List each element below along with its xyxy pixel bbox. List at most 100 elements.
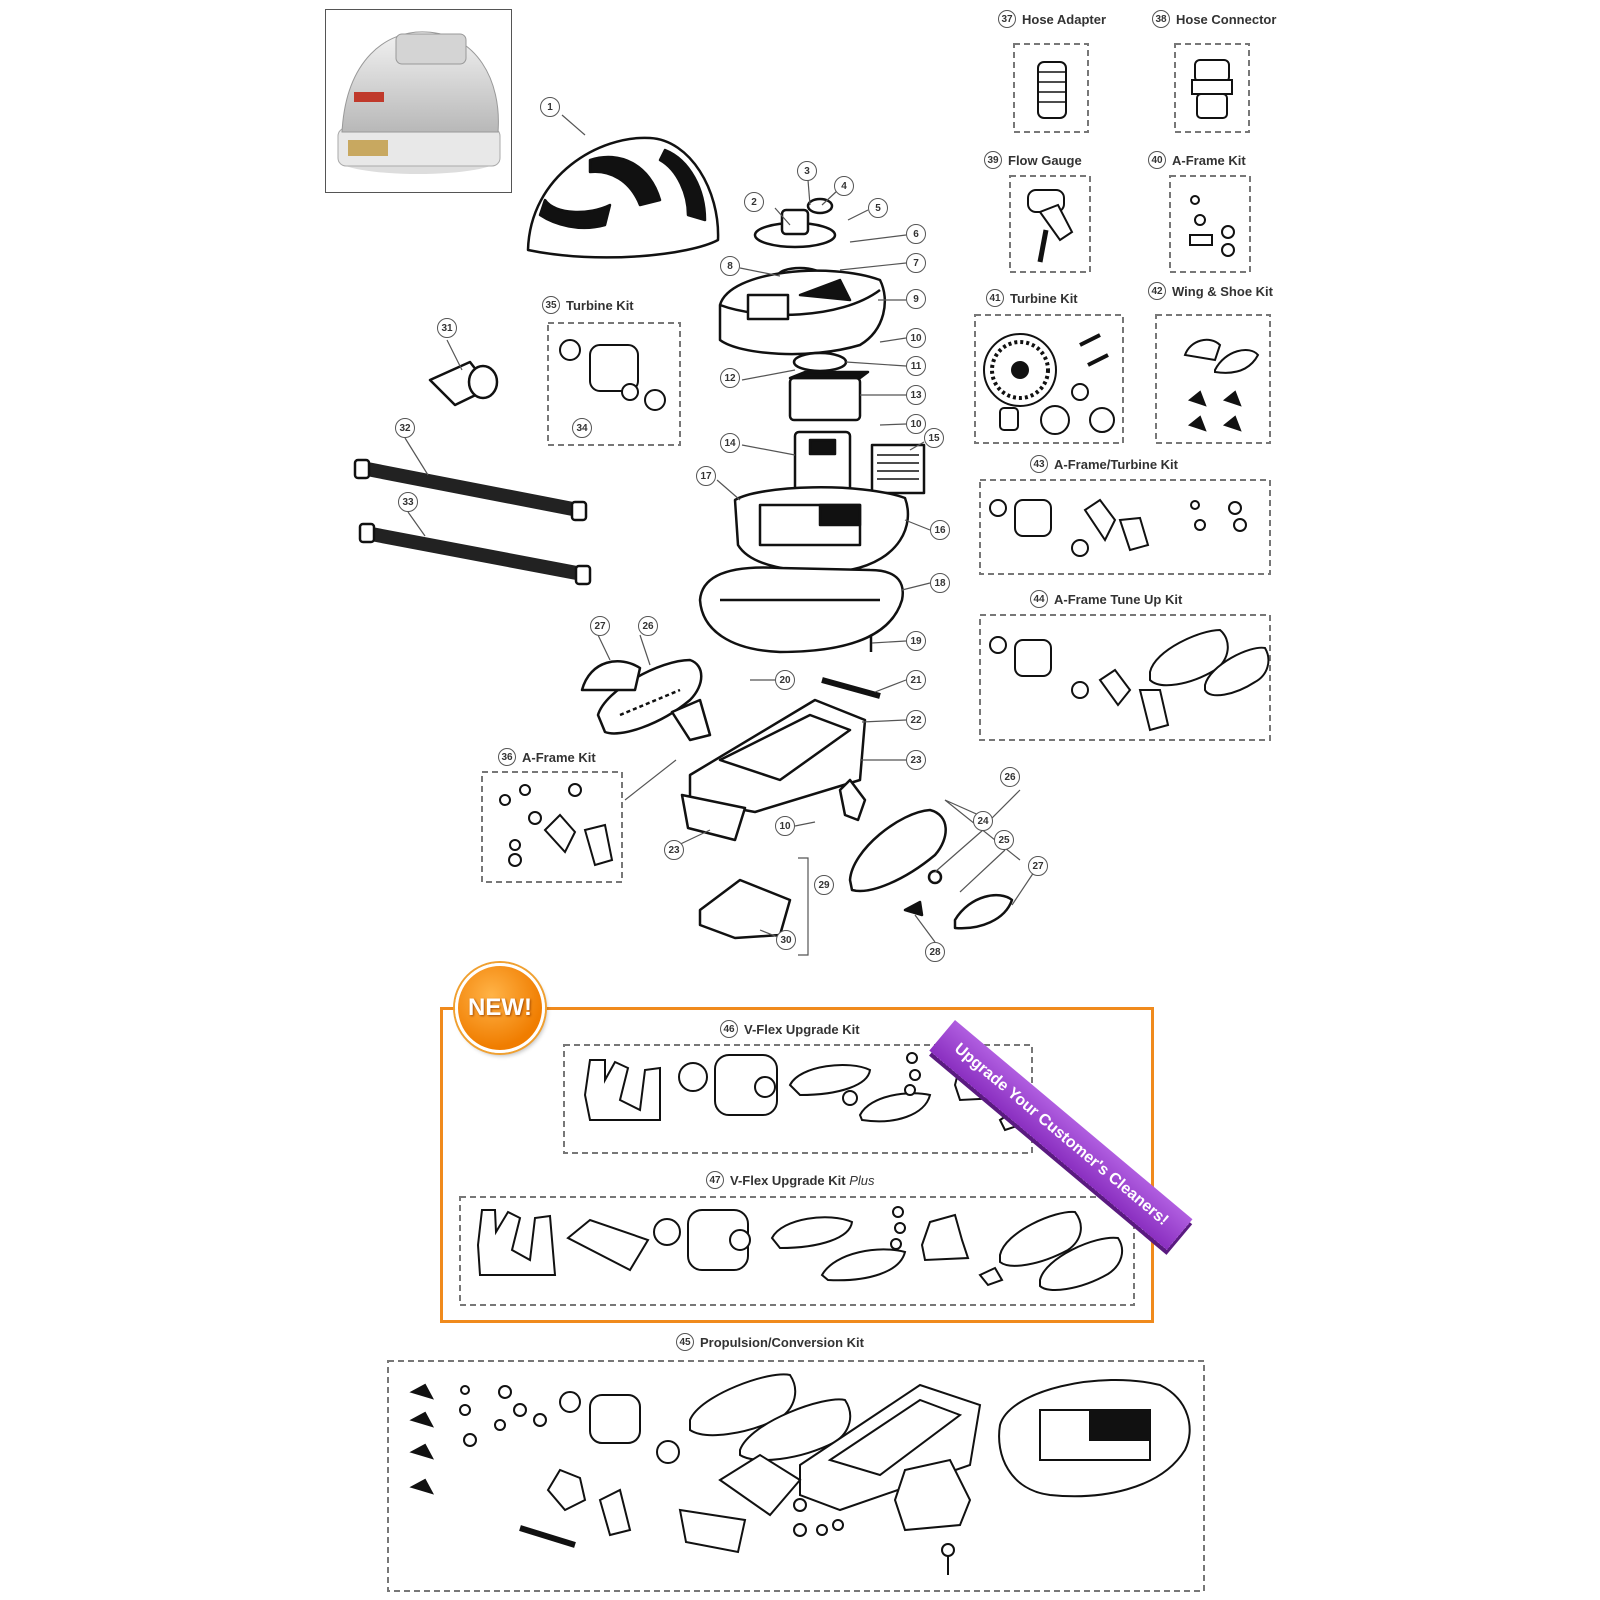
kit-40-title: 40 A-Frame Kit — [1148, 151, 1246, 169]
kit-47-label-plus: Plus — [849, 1172, 875, 1188]
kit-45-title: 45 Propulsion/Conversion Kit — [676, 1333, 864, 1351]
kit-44-label: A-Frame Tune Up Kit — [1054, 591, 1183, 607]
kit-43-number: 43 — [1030, 455, 1048, 473]
part-22-chassis — [688, 698, 867, 814]
callout-10c: 10 — [775, 816, 795, 836]
kit-45-label: Propulsion/Conversion Kit — [700, 1334, 864, 1350]
kit-45-number: 45 — [676, 1333, 694, 1351]
kit-38-number: 38 — [1152, 10, 1170, 28]
part-18-base — [698, 566, 904, 654]
kit-44-title: 44 A-Frame Tune Up Kit — [1030, 590, 1182, 608]
callout-33: 33 — [398, 492, 418, 512]
kit-44-number: 44 — [1030, 590, 1048, 608]
callout-32: 32 — [395, 418, 415, 438]
kit-35-title: 35 Turbine Kit — [542, 296, 634, 314]
kit-43-label: A-Frame/Turbine Kit — [1054, 456, 1178, 472]
callout-29: 29 — [814, 875, 834, 895]
callout-26b: 26 — [1000, 767, 1020, 787]
callout-13: 13 — [906, 385, 926, 405]
kit-36-number: 36 — [498, 748, 516, 766]
kit-36-label: A-Frame Kit — [522, 749, 596, 765]
kit-37-label: Hose Adapter — [1022, 11, 1107, 27]
callout-19: 19 — [906, 631, 926, 651]
callout-8: 8 — [720, 256, 740, 276]
kit-47-title: 47 V-Flex Upgrade Kit Plus — [706, 1171, 875, 1189]
product-photo — [325, 9, 512, 193]
kit-41-number: 41 — [986, 289, 1004, 307]
kit-37-title: 37 Hose Adapter — [998, 10, 1107, 28]
callout-17: 17 — [696, 466, 716, 486]
callout-22: 22 — [906, 710, 926, 730]
new-badge: NEW! — [455, 963, 545, 1053]
callout-28: 28 — [925, 942, 945, 962]
kit-36-title: 36 A-Frame Kit — [498, 748, 596, 766]
callout-10b: 10 — [906, 414, 926, 434]
new-badge-text: NEW! — [468, 994, 532, 1021]
callout-11: 11 — [906, 356, 926, 376]
callout-25: 25 — [994, 830, 1014, 850]
callout-12: 12 — [720, 368, 740, 388]
kit-42-title: 42 Wing & Shoe Kit — [1148, 282, 1273, 300]
callout-5: 5 — [868, 198, 888, 218]
callout-3: 3 — [797, 161, 817, 181]
kit-35-label: Turbine Kit — [566, 297, 634, 313]
upgrade-kits-box — [440, 1007, 1154, 1323]
kit-36-box — [481, 771, 623, 883]
kit-46-title: 46 V-Flex Upgrade Kit — [720, 1020, 860, 1038]
callout-6: 6 — [906, 224, 926, 244]
callout-2: 2 — [744, 192, 764, 212]
kit-47-box — [459, 1196, 1135, 1306]
kit-42-number: 42 — [1148, 282, 1166, 300]
kit-37-box — [1013, 43, 1089, 133]
callout-30: 30 — [776, 930, 796, 950]
kit-47-number: 47 — [706, 1171, 724, 1189]
kit-41-box — [974, 314, 1124, 444]
kit-40-box — [1169, 175, 1251, 273]
kit-38-title: 38 Hose Connector — [1152, 10, 1277, 28]
kit-43-title: 43 A-Frame/Turbine Kit — [1030, 455, 1178, 473]
kit-40-number: 40 — [1148, 151, 1166, 169]
kit-41-label: Turbine Kit — [1010, 290, 1078, 306]
callout-18: 18 — [930, 573, 950, 593]
callout-1: 1 — [540, 97, 560, 117]
kit-46-label: V-Flex Upgrade Kit — [744, 1021, 860, 1037]
kit-40-label: A-Frame Kit — [1172, 152, 1246, 168]
kit-37-number: 37 — [998, 10, 1016, 28]
callout-16: 16 — [930, 520, 950, 540]
kit-38-box — [1174, 43, 1250, 133]
part-17-body — [733, 486, 910, 573]
kit-39-title: 39 Flow Gauge — [984, 151, 1082, 169]
callout-15: 15 — [924, 428, 944, 448]
kit-43-box — [979, 479, 1271, 575]
callout-9: 9 — [906, 289, 926, 309]
callout-21: 21 — [906, 670, 926, 690]
kit-39-label: Flow Gauge — [1008, 152, 1082, 168]
callout-20: 20 — [775, 670, 795, 690]
pool-cleaner-photo-illustration — [337, 31, 501, 174]
callout-27b: 27 — [1028, 856, 1048, 876]
kit-39-box — [1009, 175, 1091, 273]
callout-26a: 26 — [638, 616, 658, 636]
kit-42-box — [1155, 314, 1271, 444]
kit-42-label: Wing & Shoe Kit — [1172, 283, 1273, 299]
kit-46-number: 46 — [720, 1020, 738, 1038]
kit-47-label: V-Flex Upgrade Kit — [730, 1172, 850, 1188]
callout-7: 7 — [906, 253, 926, 273]
callout-23b: 23 — [664, 840, 684, 860]
kit-35-box — [547, 322, 681, 446]
kit-44-box — [979, 614, 1271, 741]
kit-41-title: 41 Turbine Kit — [986, 289, 1078, 307]
callout-24: 24 — [973, 811, 993, 831]
callout-34: 34 — [572, 418, 592, 438]
callout-4: 4 — [834, 176, 854, 196]
callout-10a: 10 — [906, 328, 926, 348]
callout-23a: 23 — [906, 750, 926, 770]
callout-14: 14 — [720, 433, 740, 453]
callout-27a: 27 — [590, 616, 610, 636]
kit-38-label: Hose Connector — [1176, 11, 1277, 27]
kit-39-number: 39 — [984, 151, 1002, 169]
kit-35-number: 35 — [542, 296, 560, 314]
kit-45-box — [387, 1360, 1205, 1592]
callout-31: 31 — [437, 318, 457, 338]
